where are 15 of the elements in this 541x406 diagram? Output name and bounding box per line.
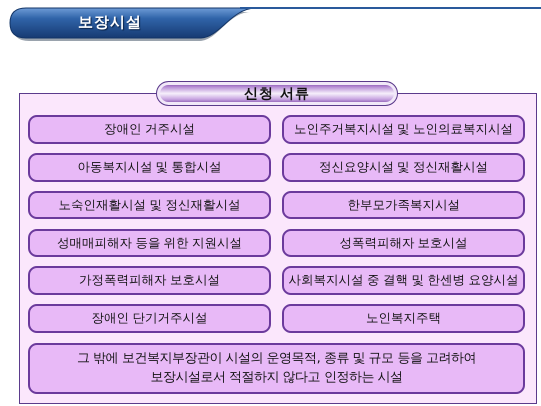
item-box: 한부모가족복지시설: [282, 191, 525, 219]
item-box: 장애인 거주시설: [28, 115, 271, 144]
item-box: 노인복지주택: [282, 304, 525, 333]
item-box: 그 밖에 보건복지부장관이 시설의 운영목적, 종류 및 규모 등을 고려하여 보장시설로서 적절하지 않다고 인정하는 시설: [28, 343, 525, 394]
item-box: 정신요양시설 및 정신재활시설: [282, 153, 525, 182]
page-title: 보장시설: [78, 13, 142, 32]
item-box: 장애인 단기거주시설: [28, 304, 271, 333]
section-heading: 신청 서류: [156, 81, 398, 106]
item-box: 노숙인재활시설 및 정신재활시설: [28, 191, 271, 219]
item-box: 성폭력피해자 보호시설: [282, 229, 525, 257]
item-box: 노인주거복지시설 및 노인의료복지시설: [282, 115, 525, 144]
item-box: 아동복지시설 및 통합시설: [28, 153, 271, 182]
item-box: 가정폭력피해자 보호시설: [28, 266, 271, 295]
item-box: 사회복지시설 중 결핵 및 한센병 요양시설: [282, 266, 525, 295]
item-box: 성매매피해자 등을 위한 지원시설: [28, 229, 271, 257]
